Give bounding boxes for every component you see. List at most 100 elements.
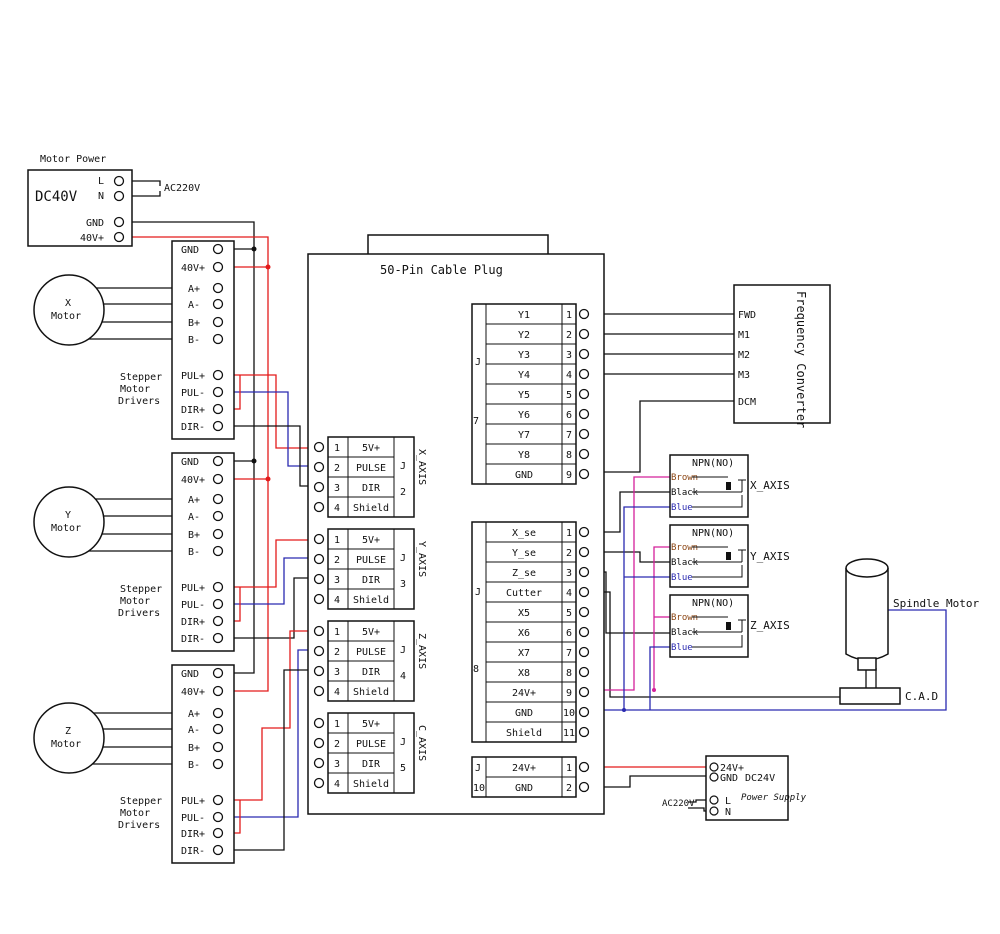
svg-text:24V+: 24V+	[720, 763, 744, 774]
pin-row-num: 7	[566, 430, 572, 441]
svg-text:B-: B-	[188, 760, 200, 771]
axis-pin-label: Shield	[353, 595, 389, 606]
axis-name: Y_AXIS	[416, 541, 427, 577]
pin-row-label: GND	[515, 783, 533, 794]
svg-text:Black: Black	[671, 558, 699, 568]
axis-pin-num: 4	[334, 503, 340, 514]
svg-text:DIR+: DIR+	[181, 617, 205, 628]
pin-row-num: 1	[566, 763, 572, 774]
svg-text:Black: Black	[671, 628, 699, 638]
pin-terminal	[578, 586, 590, 598]
axis-pin-label: DIR	[362, 575, 381, 586]
axis-pin-num: 3	[334, 575, 340, 586]
svg-text:Z_AXIS: Z_AXIS	[750, 619, 790, 632]
spindle-title: Spindle Motor	[893, 597, 979, 610]
pin-row-num: 11	[563, 728, 575, 739]
svg-text:A-: A-	[188, 300, 200, 311]
axis-pin-label: 5V+	[362, 535, 380, 546]
cad-box	[839, 687, 901, 705]
pin-row-label: X7	[518, 648, 530, 659]
axis-pin-label: PULSE	[356, 647, 386, 658]
pin-terminal	[578, 546, 590, 558]
motor-power-pin-l: L	[98, 176, 104, 187]
pin-terminal	[578, 666, 590, 678]
axis-num: 4	[400, 671, 406, 682]
driver-x-label-1: Stepper	[120, 372, 162, 383]
svg-text:40V+: 40V+	[181, 687, 205, 698]
pin-terminal	[578, 686, 590, 698]
svg-text:PUL-: PUL-	[181, 388, 205, 399]
pin-row-num: 2	[566, 783, 572, 794]
axis-terminal	[313, 461, 325, 473]
axis-pin-num: 2	[334, 647, 340, 658]
pin-terminal	[578, 626, 590, 638]
driver-z-label-2: Motor	[120, 808, 150, 819]
motor-power-supply: Motor Power DC40V L N GND 40V+ AC220V	[27, 154, 200, 247]
sensor-x: NPN(NO) Brown Black Blue X_AXIS	[669, 454, 790, 518]
pin-row-num: 8	[566, 668, 572, 679]
svg-text:A+: A+	[188, 284, 200, 295]
motor-power-voltage: DC40V	[35, 189, 78, 205]
svg-text:L: L	[725, 796, 731, 807]
svg-text:AC220V: AC220V	[662, 799, 695, 809]
pin-row-label: X_se	[512, 528, 536, 539]
svg-text:NPN(NO): NPN(NO)	[692, 598, 734, 609]
axis-pin-label: PULSE	[356, 463, 386, 474]
table-num: 8	[473, 664, 479, 675]
pin-terminal	[578, 408, 590, 420]
svg-text:A+: A+	[188, 495, 200, 506]
svg-text:A+: A+	[188, 709, 200, 720]
frequency-converter: Frequency Converter FWD M1 M2 M3 DCM	[733, 284, 831, 428]
motor-z-word: Motor	[51, 739, 81, 750]
axis-pin-label: 5V+	[362, 719, 380, 730]
pin-row-label: Y4	[518, 370, 530, 381]
motor-y-letter: Y	[65, 510, 71, 521]
pin-row-num: 6	[566, 628, 572, 639]
driver-y-label-1: Stepper	[120, 584, 162, 595]
axis-terminal	[313, 501, 325, 513]
pin-row-num: 2	[566, 330, 572, 341]
axis-pin-num: 2	[334, 463, 340, 474]
driver-x-label-3: Drivers	[118, 396, 160, 407]
pin-row-label: 24V+	[512, 688, 536, 699]
spindle-motor: Spindle Motor C.A.D	[839, 558, 979, 705]
svg-text:B+: B+	[188, 318, 200, 329]
pin-row-num: 7	[566, 648, 572, 659]
svg-text:B-: B-	[188, 335, 200, 346]
pin-row-label: Shield	[506, 728, 542, 739]
axis-terminal	[313, 593, 325, 605]
pin-row-num: 9	[566, 470, 572, 481]
pin-row-label: X8	[518, 668, 530, 679]
axis-pin-label: Shield	[353, 503, 389, 514]
junction-dots	[251, 246, 656, 712]
pin-terminal	[578, 368, 590, 380]
axis-pin-label: DIR	[362, 759, 381, 770]
axis-j: J	[400, 737, 406, 748]
axis-pin-num: 1	[334, 443, 340, 454]
svg-text:GND: GND	[181, 457, 199, 468]
svg-text:PUL-: PUL-	[181, 813, 205, 824]
axis-pin-label: 5V+	[362, 627, 380, 638]
sensor-y: NPN(NO) Brown Black Blue Y_AXIS	[669, 524, 790, 588]
motor-y-word: Motor	[51, 523, 81, 534]
pin-terminal	[578, 726, 590, 738]
axis-terminal	[313, 573, 325, 585]
pin-row-num: 10	[563, 708, 575, 719]
pin-row-label: Z_se	[512, 568, 536, 579]
pin-terminal	[578, 388, 590, 400]
axis-j: J	[400, 645, 406, 656]
axis-terminal	[313, 685, 325, 697]
axis-pin-num: 1	[334, 719, 340, 730]
pin-terminal	[578, 761, 590, 773]
pin-terminal	[578, 448, 590, 460]
driver-x-label-2: Motor	[120, 384, 150, 395]
pin-row-num: 3	[566, 568, 572, 579]
table-j: J	[475, 763, 481, 774]
motor-power-pin-n: N	[98, 191, 104, 202]
driver-y-label-2: Motor	[120, 596, 150, 607]
svg-text:N: N	[725, 807, 731, 818]
axis-num: 5	[400, 763, 406, 774]
